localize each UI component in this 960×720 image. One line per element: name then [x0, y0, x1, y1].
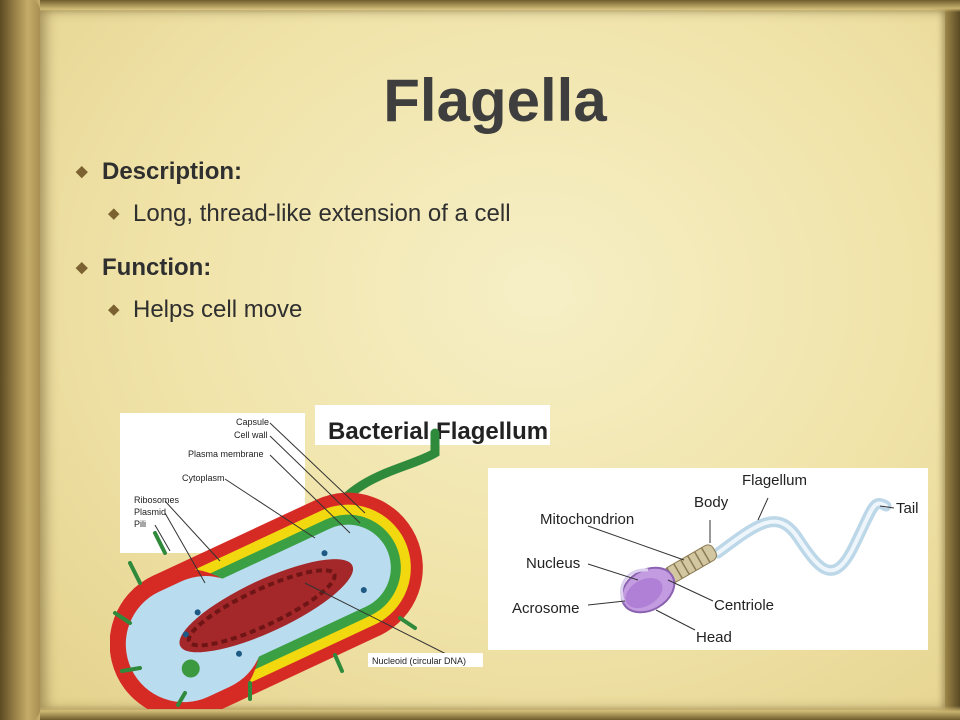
ribosome — [194, 609, 201, 616]
sub-bullet-description-text: Long, thread-like extension of a cell — [133, 200, 511, 227]
sperm-nucleus — [625, 577, 663, 609]
label-pili: Pili — [134, 519, 146, 529]
page-edge-top — [40, 0, 960, 12]
dna-coils — [186, 568, 337, 648]
sperm-flagellum-diagram: Flagellum Body Tail Mitochondrion Nucleu… — [488, 468, 928, 650]
label-mitochondrion: Mitochondrion — [540, 511, 634, 528]
label-cell-wall: Cell wall — [234, 430, 268, 440]
label-flagellum: Flagellum — [742, 472, 807, 489]
bullet-list: ◆ Description: ◆ Long, thread-like exten… — [76, 155, 836, 327]
label-tail: Tail — [896, 500, 919, 517]
bullet-function: ◆ Function: — [76, 251, 836, 285]
diamond-bullet-icon: ◆ — [76, 163, 88, 180]
nucleoid-label-backing — [368, 653, 483, 667]
sub-bullet-function-text: Helps cell move — [133, 296, 303, 323]
ribosome — [182, 631, 189, 638]
label-acrosome: Acrosome — [512, 600, 580, 617]
label-cytoplasm: Cytoplasm — [182, 473, 225, 483]
label-body: Body — [694, 494, 729, 511]
page-edge-bottom — [40, 706, 960, 720]
bullet-description: ◆ Description: — [76, 155, 836, 189]
sub-bullet-description: ◆ Long, thread-like extension of a cell — [76, 197, 836, 231]
bullet-description-label: Description: — [102, 158, 243, 185]
pili — [113, 531, 417, 707]
label-leader-lines — [154, 422, 461, 662]
ribosome — [321, 550, 328, 557]
sperm-tail-highlight — [716, 501, 888, 573]
label-plasma-membrane: Plasma membrane — [188, 449, 264, 459]
label-head: Head — [696, 629, 732, 646]
sperm-labels: Flagellum Body Tail Mitochondrion Nucleu… — [512, 472, 919, 646]
label-ribosomes: Ribosomes — [134, 495, 180, 505]
diamond-bullet-icon: ◆ — [108, 301, 120, 318]
book-spine — [0, 0, 40, 720]
sub-bullet-function: ◆ Helps cell move — [76, 293, 836, 327]
bacterial-cell-body — [110, 492, 423, 709]
ribosome — [236, 650, 243, 657]
ribosome — [360, 587, 367, 594]
sperm-label-lines — [587, 497, 895, 631]
sperm-acrosome — [620, 568, 649, 603]
plasmid — [181, 659, 200, 678]
label-centriole: Centriole — [714, 597, 774, 614]
label-nucleoid: Nucleoid (circular DNA) — [372, 656, 466, 666]
nucleoid-dna — [179, 559, 354, 653]
diamond-bullet-icon: ◆ — [76, 259, 88, 276]
label-plasmid: Plasmid — [134, 507, 166, 517]
slide-title: Flagella — [383, 67, 607, 134]
bacterial-flagellum-diagram: Bacterial Flagellum — [110, 405, 550, 709]
diamond-bullet-icon: ◆ — [108, 205, 120, 222]
bullet-function-label: Function: — [102, 254, 212, 281]
bacterial-labels: Capsule Cell wall Plasma membrane Cytopl… — [134, 417, 483, 667]
label-nucleus: Nucleus — [526, 555, 580, 572]
label-capsule: Capsule — [236, 417, 269, 427]
